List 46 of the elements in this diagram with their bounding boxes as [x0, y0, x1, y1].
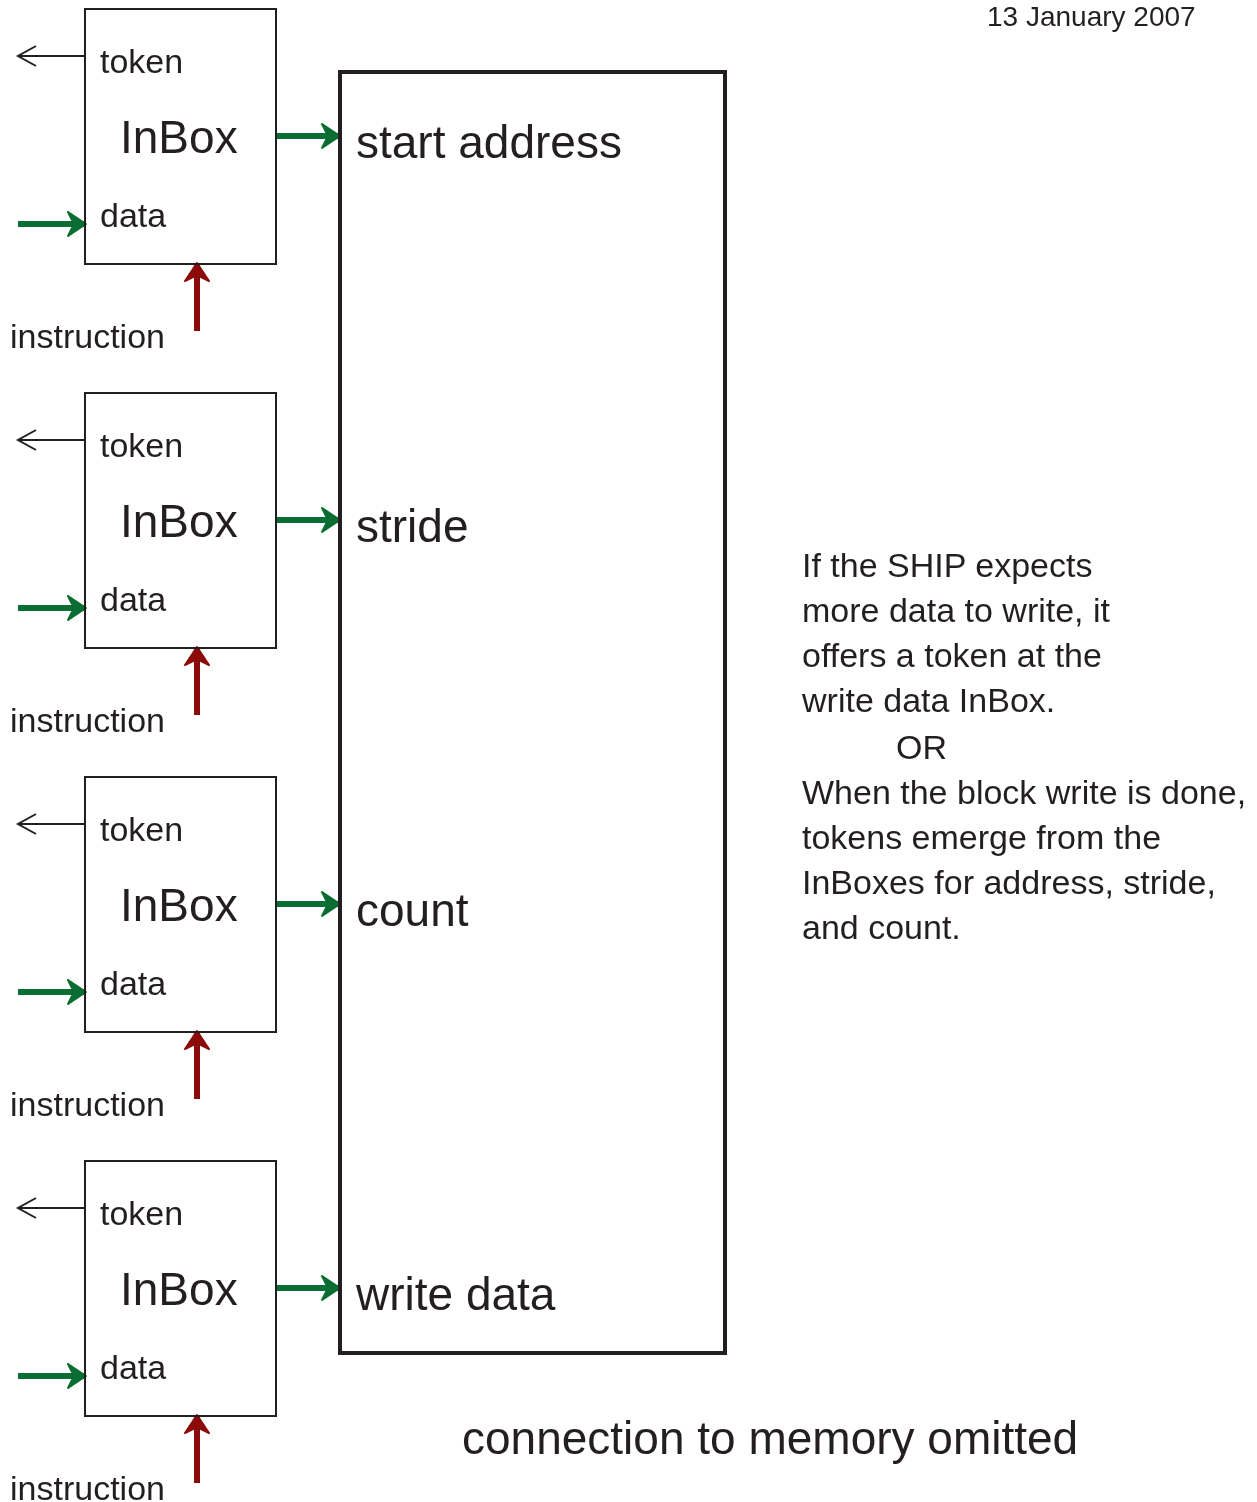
port-label: data	[100, 1350, 167, 1384]
arrow	[184, 646, 210, 715]
note-text: OR	[896, 727, 947, 768]
note-text: When the block write is done, tokens emerge from the InBoxes for address, stride, and count.	[802, 772, 1247, 948]
box-title: InBox	[120, 114, 238, 160]
edge-label: instruction	[10, 700, 165, 741]
note-text: connection to memory omitted	[462, 1412, 1079, 1464]
date-text: 13 January 2007	[987, 0, 1196, 34]
arrow	[17, 813, 85, 835]
inbox-box	[84, 8, 277, 265]
arrow	[277, 891, 341, 917]
input-label: stride	[356, 503, 469, 549]
arrow	[18, 979, 87, 1005]
port-label: data	[100, 966, 167, 1000]
arrow	[184, 262, 210, 331]
input-label: count	[356, 887, 469, 933]
inbox-box	[84, 776, 277, 1033]
arrow	[18, 1363, 87, 1389]
inbox-box	[84, 1160, 277, 1417]
arrow	[17, 45, 85, 67]
arrow	[277, 507, 341, 533]
port-label: token	[100, 812, 184, 846]
arrow	[277, 123, 341, 149]
arrow	[17, 1197, 85, 1219]
arrow	[184, 1030, 210, 1099]
edge-label: instruction	[10, 1084, 165, 1125]
arrow	[18, 211, 87, 237]
box-title: InBox	[120, 1266, 238, 1312]
port-label: token	[100, 44, 184, 78]
arrow	[277, 1275, 341, 1301]
edge-label: instruction	[10, 316, 165, 357]
box-title: InBox	[120, 882, 238, 928]
edge-label: instruction	[10, 1468, 165, 1502]
input-label: start address	[356, 119, 622, 165]
arrow	[18, 595, 87, 621]
port-label: data	[100, 198, 167, 232]
port-label: data	[100, 582, 167, 616]
inbox-box	[84, 392, 277, 649]
arrow	[184, 1414, 210, 1483]
box-title: InBox	[120, 498, 238, 544]
arrow	[17, 429, 85, 451]
block-box	[338, 70, 727, 1355]
note-text: If the SHIP expects more data to write, it offers a token at the write data InBox.	[802, 545, 1111, 721]
input-label: write data	[356, 1271, 556, 1317]
port-label: token	[100, 1196, 184, 1230]
port-label: token	[100, 428, 184, 462]
